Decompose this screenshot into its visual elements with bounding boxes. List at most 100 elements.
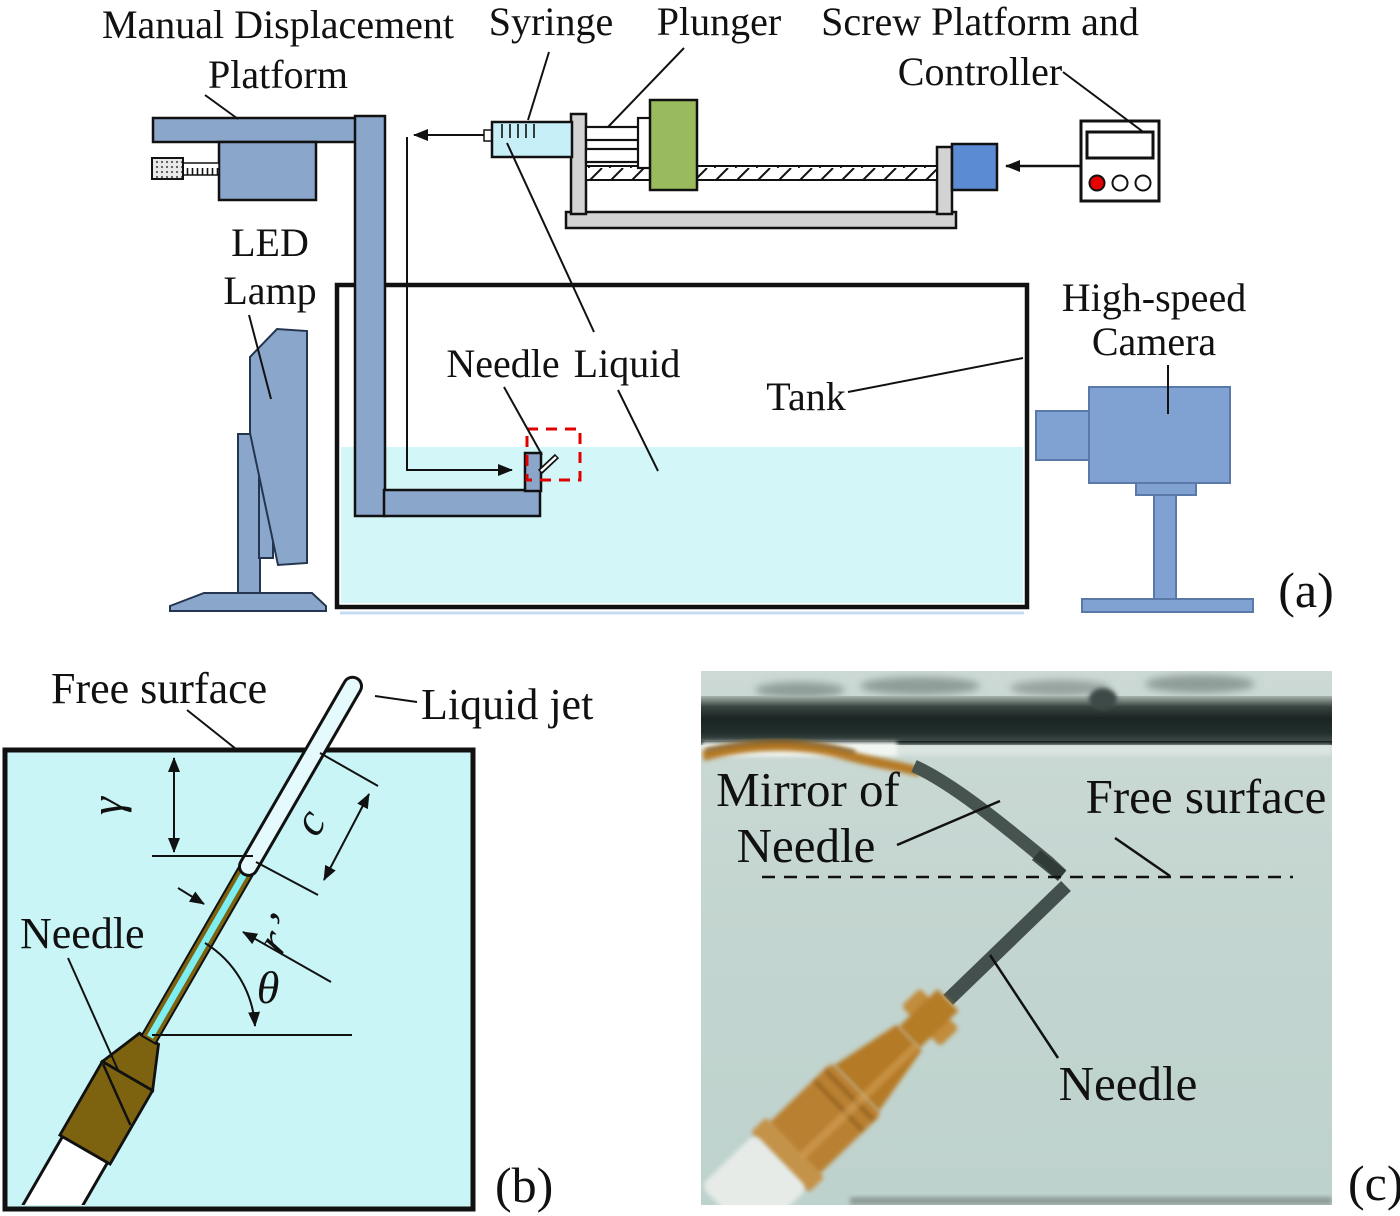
camera-pole: [1153, 494, 1177, 603]
tag-b: (b): [495, 1157, 553, 1213]
leader-liquid-1: [506, 142, 595, 333]
controller-display: [1085, 130, 1155, 160]
zoom-region-box: [525, 427, 582, 482]
b-c-ext-bottom: [255, 861, 319, 896]
platform-block: [217, 140, 318, 202]
b-r-arrow-1: [177, 887, 205, 905]
leader-needle-a: [503, 386, 543, 456]
c-leader-mirror: [896, 799, 1001, 847]
label-syringe: Syringe: [489, 0, 613, 44]
platform-bar: [151, 116, 358, 144]
c-leader-free-surface: [1114, 836, 1171, 878]
label-led-1: LED: [231, 220, 309, 265]
controller-button-3: [1134, 174, 1152, 192]
leader-liquid-2: [617, 389, 659, 472]
photo-needle-shaft: [943, 880, 1071, 1006]
panel-a-schematic: Manual Displacement Platform Syringe Plu…: [102, 0, 1334, 618]
photo-mirror-hub: [701, 740, 922, 777]
b-c-arrow: [323, 793, 370, 881]
b-theta-symbol: θ: [257, 962, 280, 1013]
c-leader-needle: [988, 954, 1060, 1059]
lamp-panel: [249, 327, 308, 567]
c-label-mirror-2: Needle: [737, 818, 876, 873]
photo-syringe-tip: [704, 1137, 805, 1205]
leader-controller: [1062, 71, 1143, 132]
leader-platform: [204, 94, 239, 120]
plunger-rod-bottom: [584, 147, 644, 164]
rail-left-post: [569, 112, 588, 216]
photo-hub-taper: [834, 1024, 922, 1112]
controller-button-2: [1111, 174, 1129, 192]
needle-tiny: [540, 456, 557, 472]
micrometer-knob: [151, 157, 184, 180]
b-hub-crease: [101, 1063, 132, 1126]
tag-a: (a): [1278, 562, 1334, 618]
b-hub-neck: [99, 1031, 161, 1093]
label-needle-a: Needle: [446, 341, 559, 386]
b-leader-needle: [67, 957, 119, 1071]
camera-body: [1088, 386, 1231, 484]
photo-band-glow: [701, 745, 1332, 755]
b-needle-assembly: [9, 675, 363, 1205]
tube-line-down: [406, 137, 513, 476]
photo-hub-highlight: [798, 1042, 920, 1160]
rail-right-post: [935, 145, 954, 216]
b-leader-liquid-jet: [374, 695, 418, 703]
carriage-block: [648, 98, 699, 192]
b-needle-core: [147, 854, 258, 1039]
label-tank: Tank: [766, 374, 845, 419]
b-label-free-surface: Free surface: [51, 664, 267, 713]
b-gamma-symbol: γ: [81, 795, 132, 815]
c-label-free-surface: Free surface: [1086, 769, 1327, 824]
photo-mirror-hub-edge: [704, 740, 856, 754]
platform-column: [353, 114, 387, 518]
leader-led: [248, 314, 272, 400]
photo-smudge: [860, 677, 980, 695]
tank-water: [341, 447, 1023, 603]
plunger-rod-top: [584, 125, 644, 142]
label-platform-1: Manual Displacement: [102, 2, 454, 47]
label-camera-1: High-speed: [1062, 275, 1246, 320]
controller-button-red: [1088, 174, 1106, 192]
b-label-liquid-jet: Liquid jet: [421, 680, 593, 729]
photo-bottom-edge: [850, 1197, 1332, 1205]
b-leader-free-surface: [186, 709, 237, 750]
b-liquid-jet: [238, 675, 363, 877]
label-screw-1: Screw Platform and: [821, 0, 1139, 44]
panel-c-photo: Mirror of Needle Free surface Needle (c): [701, 671, 1400, 1211]
label-plunger: Plunger: [657, 0, 781, 44]
syringe-body: [490, 120, 574, 159]
label-screw-2: Controller: [898, 49, 1062, 94]
photo-smudge: [1010, 680, 1110, 696]
photo-band-edge: [701, 741, 1332, 745]
photo-smudge: [1145, 675, 1255, 693]
photo-hub-collar: [898, 989, 959, 1049]
motor-block: [950, 142, 999, 192]
lamp-base: [169, 592, 327, 612]
leader-syringe: [527, 51, 550, 121]
panel-b-closeup: γ c r’ θ Free surface Liquid jet Needle …: [2, 664, 593, 1213]
b-r-arrow-2: [242, 931, 332, 983]
leader-plunger: [607, 47, 685, 128]
leader-tank: [847, 357, 1024, 393]
photo-hub-ridges: [813, 1069, 875, 1132]
micrometer-rod: [182, 162, 220, 176]
photo-surface-blob: [1089, 688, 1117, 710]
label-camera-2: Camera: [1092, 319, 1217, 364]
syringe-ticks: [501, 124, 535, 138]
tag-c: (c): [1348, 1155, 1400, 1211]
camera-base: [1081, 598, 1254, 613]
photo-needle-hub: [704, 989, 959, 1205]
b-label-needle: Needle: [20, 909, 145, 958]
photo-hub-flange: [752, 1118, 824, 1192]
needle-arm: [382, 488, 542, 518]
photo-mirror-needle-tip: [1031, 849, 1067, 882]
photo-surface-band: [701, 696, 1332, 745]
camera-lens: [1035, 410, 1090, 461]
photo-hub-body: [769, 1064, 880, 1175]
label-led-2: Lamp: [223, 268, 316, 313]
high-speed-camera: [1035, 386, 1254, 613]
rail-base: [564, 210, 958, 230]
label-liquid: Liquid: [574, 341, 681, 386]
